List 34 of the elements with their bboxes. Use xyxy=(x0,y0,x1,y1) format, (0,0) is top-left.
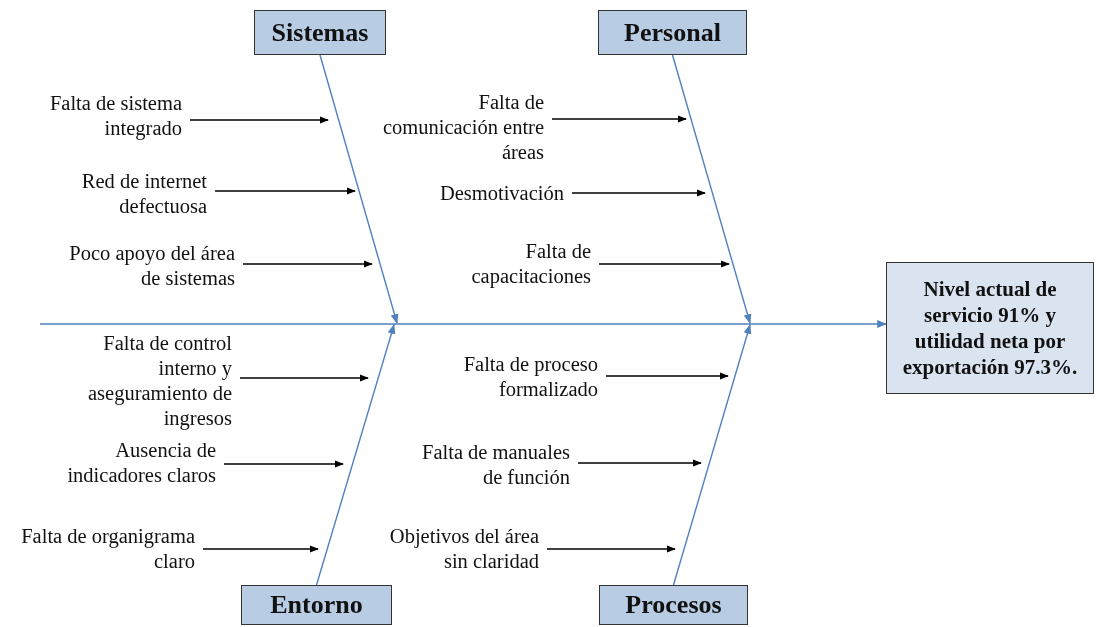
bone-arrow xyxy=(672,324,752,586)
cause-arrow xyxy=(239,374,369,382)
cause-text: Objetivos del área sin claridad xyxy=(377,522,547,576)
cause-arrow xyxy=(577,459,702,467)
cause-text: Desmotivación xyxy=(428,179,572,208)
cause-text: Falta de sistema integrado xyxy=(39,89,190,143)
cause-text: Poco apoyo del área de sistemas xyxy=(53,239,243,293)
cause-arrow xyxy=(605,372,729,380)
cause-arrow xyxy=(242,260,373,268)
cause-arrow xyxy=(223,460,344,468)
category-box: Personal xyxy=(598,10,747,55)
bone-arrow xyxy=(671,54,752,324)
cause-text: Falta de organigrama claro xyxy=(6,522,203,576)
cause-text: Red de internet defectuosa xyxy=(71,167,215,221)
cause-arrow xyxy=(571,189,706,197)
category-box: Procesos xyxy=(599,585,748,625)
bone-arrow xyxy=(319,54,399,324)
cause-arrow xyxy=(598,260,730,268)
cause-text: Falta de proceso formalizado xyxy=(451,350,606,404)
cause-text: Falta de control interno y aseguramiento de ingresos xyxy=(76,329,240,433)
cause-text: Falta de comunicación entre áreas xyxy=(370,88,552,167)
cause-arrow xyxy=(551,115,687,123)
cause-arrow xyxy=(214,187,356,195)
bone-arrow xyxy=(315,324,396,586)
cause-text: Falta de manuales de función xyxy=(409,438,578,492)
cause-arrow xyxy=(189,116,329,124)
spine-arrow xyxy=(39,320,887,328)
cause-arrow xyxy=(202,545,319,553)
category-box: Entorno xyxy=(241,585,392,625)
cause-arrow xyxy=(546,545,676,553)
effect-box: Nivel actual de servicio 91% y utilidad neta por exportación 97.3%. xyxy=(886,262,1094,394)
category-box: Sistemas xyxy=(254,10,386,55)
cause-text: Ausencia de indicadores claros xyxy=(55,436,224,490)
cause-text: Falta de capacitaciones xyxy=(459,237,599,291)
